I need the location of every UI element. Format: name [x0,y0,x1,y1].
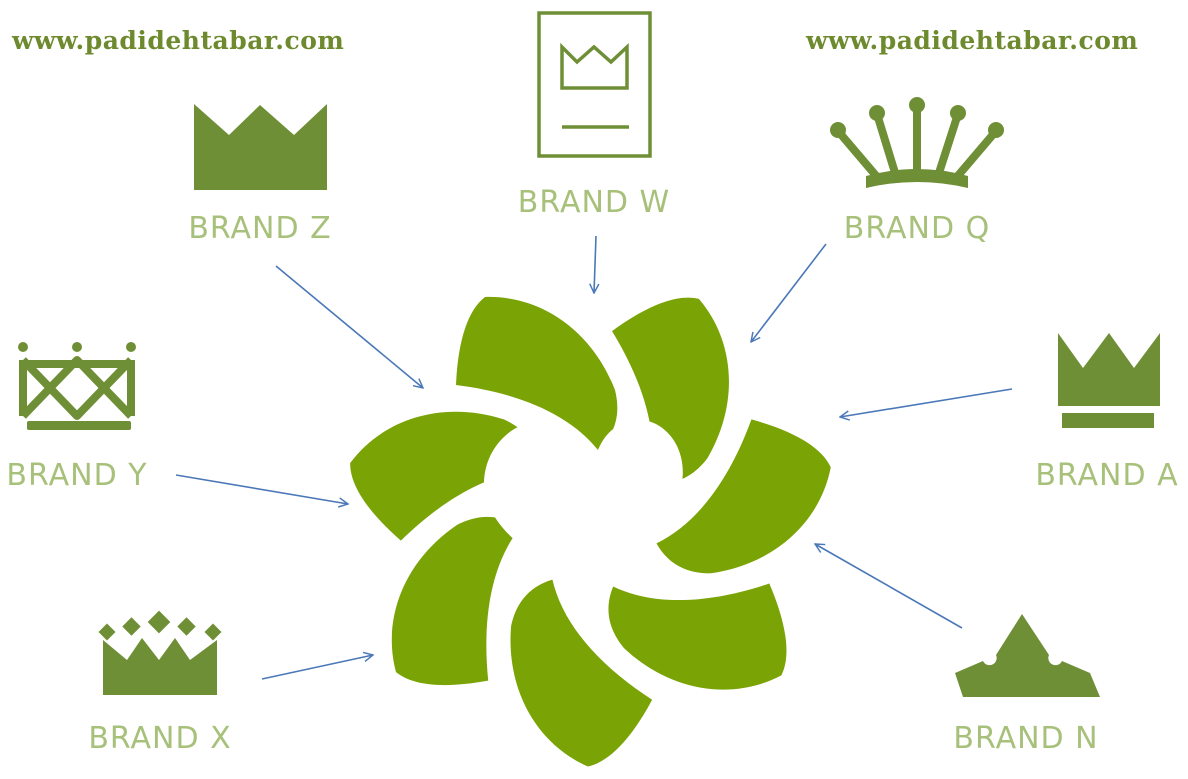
brand-q-label: BRAND Q [844,211,990,246]
logo-heart [484,419,683,583]
brand-a-crown-with-base-icon [1058,333,1160,428]
arrow-brand-a [840,388,1013,417]
brand-n-label: BRAND N [953,721,1098,756]
brand-w-label: BRAND W [518,185,670,220]
brand-x-label: BRAND X [88,721,231,756]
brand-w-crown-card-icon [537,11,652,158]
logo-petal [612,297,729,484]
arrows [175,235,1013,680]
arrow-brand-x [261,655,373,680]
logo-petal [656,419,831,574]
watermark-left: www.padidehtabar.com [12,26,345,55]
logo-petal [608,583,787,690]
brand-z-crown-icon [194,104,327,190]
brand-q-jeweled-crown-icon [830,97,1004,188]
brand-n-peaked-crown-icon [955,614,1100,697]
logo-petal [456,296,618,450]
flower-heart-logo-icon [350,296,831,767]
arrow-brand-y [175,474,348,504]
watermark-right: www.padidehtabar.com [806,26,1139,55]
arrow-brand-n [815,544,963,629]
brand-labels: BRAND Z BRAND W BRAND Q BRAND Y BRAND A … [6,185,1178,756]
brand-y-label: BRAND Y [6,458,147,493]
brand-z-label: BRAND Z [188,211,331,246]
arrow-brand-w [594,235,596,293]
brand-a-label: BRAND A [1035,458,1178,493]
brand-x-diamond-crown-icon [98,610,222,695]
logo-petal [391,516,520,686]
arrow-brand-q [751,243,827,342]
brand-y-lattice-crown-icon [18,342,136,430]
arrow-brand-z [275,265,423,388]
logo-petal [510,579,653,767]
logo-petal [350,411,541,541]
